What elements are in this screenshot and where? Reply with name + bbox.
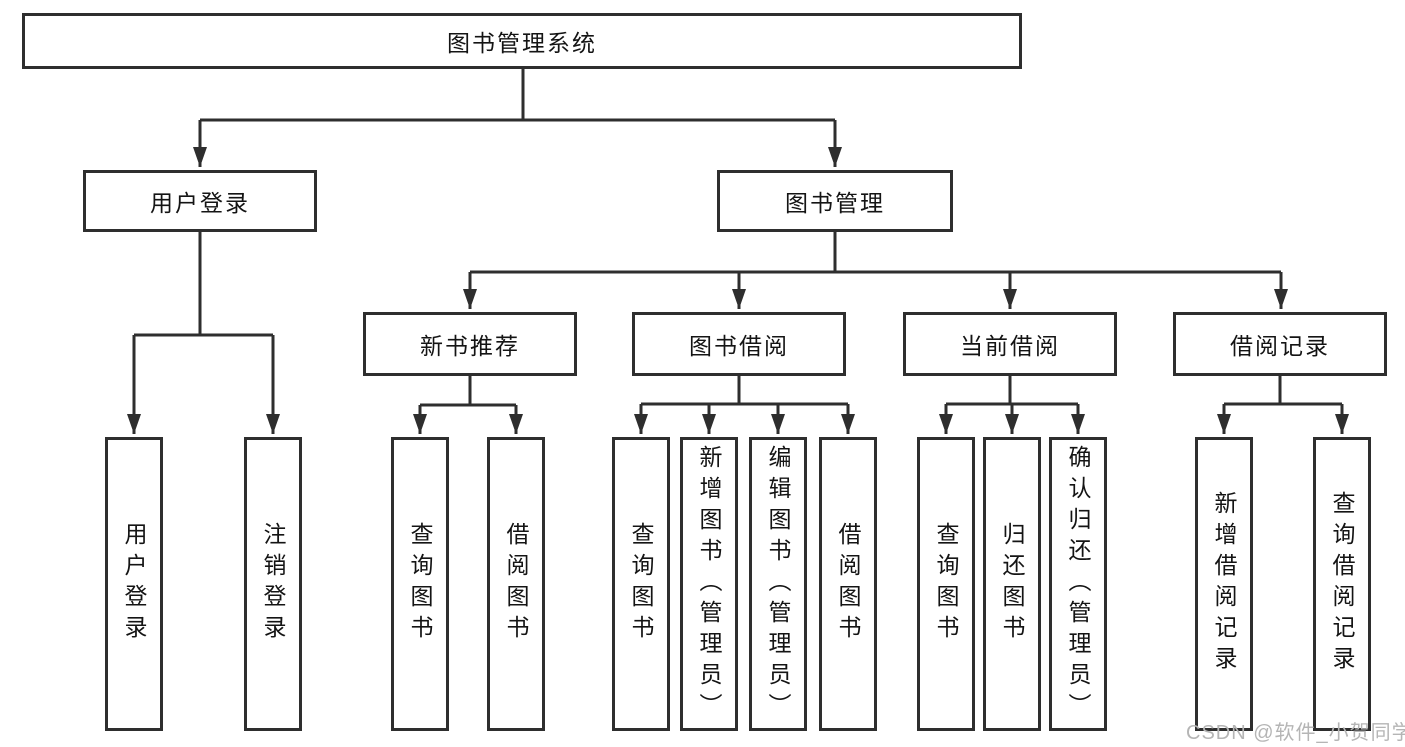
node-leaf-add-borrow-record: 新增借阅记录 <box>1195 437 1253 731</box>
node-label: 归还图书 <box>999 522 1025 646</box>
node-leaf-user-login: 用户登录 <box>105 437 163 731</box>
node-leaf-edit-books-admin: 编辑图书（管理员） <box>749 437 807 731</box>
node-current-borrow: 当前借阅 <box>903 312 1117 376</box>
node-leaf-query-books-recommend: 查询图书 <box>391 437 449 731</box>
node-label: 查询图书 <box>407 522 433 646</box>
csdn-watermark: CSDN @软件_小贺同学 <box>1186 722 1405 744</box>
node-borrow-records: 借阅记录 <box>1173 312 1387 376</box>
node-label: 图书管理 <box>785 190 885 216</box>
node-leaf-query-books-current: 查询图书 <box>917 437 975 731</box>
node-label: 图书管理系统 <box>447 30 597 56</box>
node-leaf-query-books-borrow: 查询图书 <box>612 437 670 731</box>
node-leaf-add-books-admin: 新增图书（管理员） <box>680 437 738 731</box>
node-leaf-borrow-books: 借阅图书 <box>819 437 877 731</box>
node-label: 用户登录 <box>150 190 250 216</box>
node-book-management: 图书管理 <box>717 170 953 232</box>
node-leaf-logout: 注销登录 <box>244 437 302 731</box>
node-label: 借阅图书 <box>503 522 529 646</box>
node-label: 新书推荐 <box>420 333 520 359</box>
node-leaf-confirm-return-admin: 确认归还（管理员） <box>1049 437 1107 731</box>
node-label: 新增图书（管理员） <box>696 444 722 724</box>
node-label: 注销登录 <box>260 522 286 646</box>
node-label: 当前借阅 <box>960 333 1060 359</box>
node-leaf-query-borrow-record: 查询借阅记录 <box>1313 437 1371 731</box>
node-label: 借阅记录 <box>1230 333 1330 359</box>
node-label: 用户登录 <box>121 522 147 646</box>
node-label: 确认归还（管理员） <box>1065 444 1091 724</box>
node-label: 查询图书 <box>933 522 959 646</box>
node-label: 查询图书 <box>628 522 654 646</box>
node-new-book-recommend: 新书推荐 <box>363 312 577 376</box>
node-user-login: 用户登录 <box>83 170 317 232</box>
node-leaf-return-books: 归还图书 <box>983 437 1041 731</box>
node-label: 借阅图书 <box>835 522 861 646</box>
node-book-borrow: 图书借阅 <box>632 312 846 376</box>
node-label: 编辑图书（管理员） <box>765 444 791 724</box>
node-leaf-borrow-books-recommend: 借阅图书 <box>487 437 545 731</box>
node-library-system-root: 图书管理系统 <box>22 13 1022 69</box>
node-label: 图书借阅 <box>689 333 789 359</box>
node-label: 新增借阅记录 <box>1211 491 1237 677</box>
node-label: 查询借阅记录 <box>1329 491 1355 677</box>
